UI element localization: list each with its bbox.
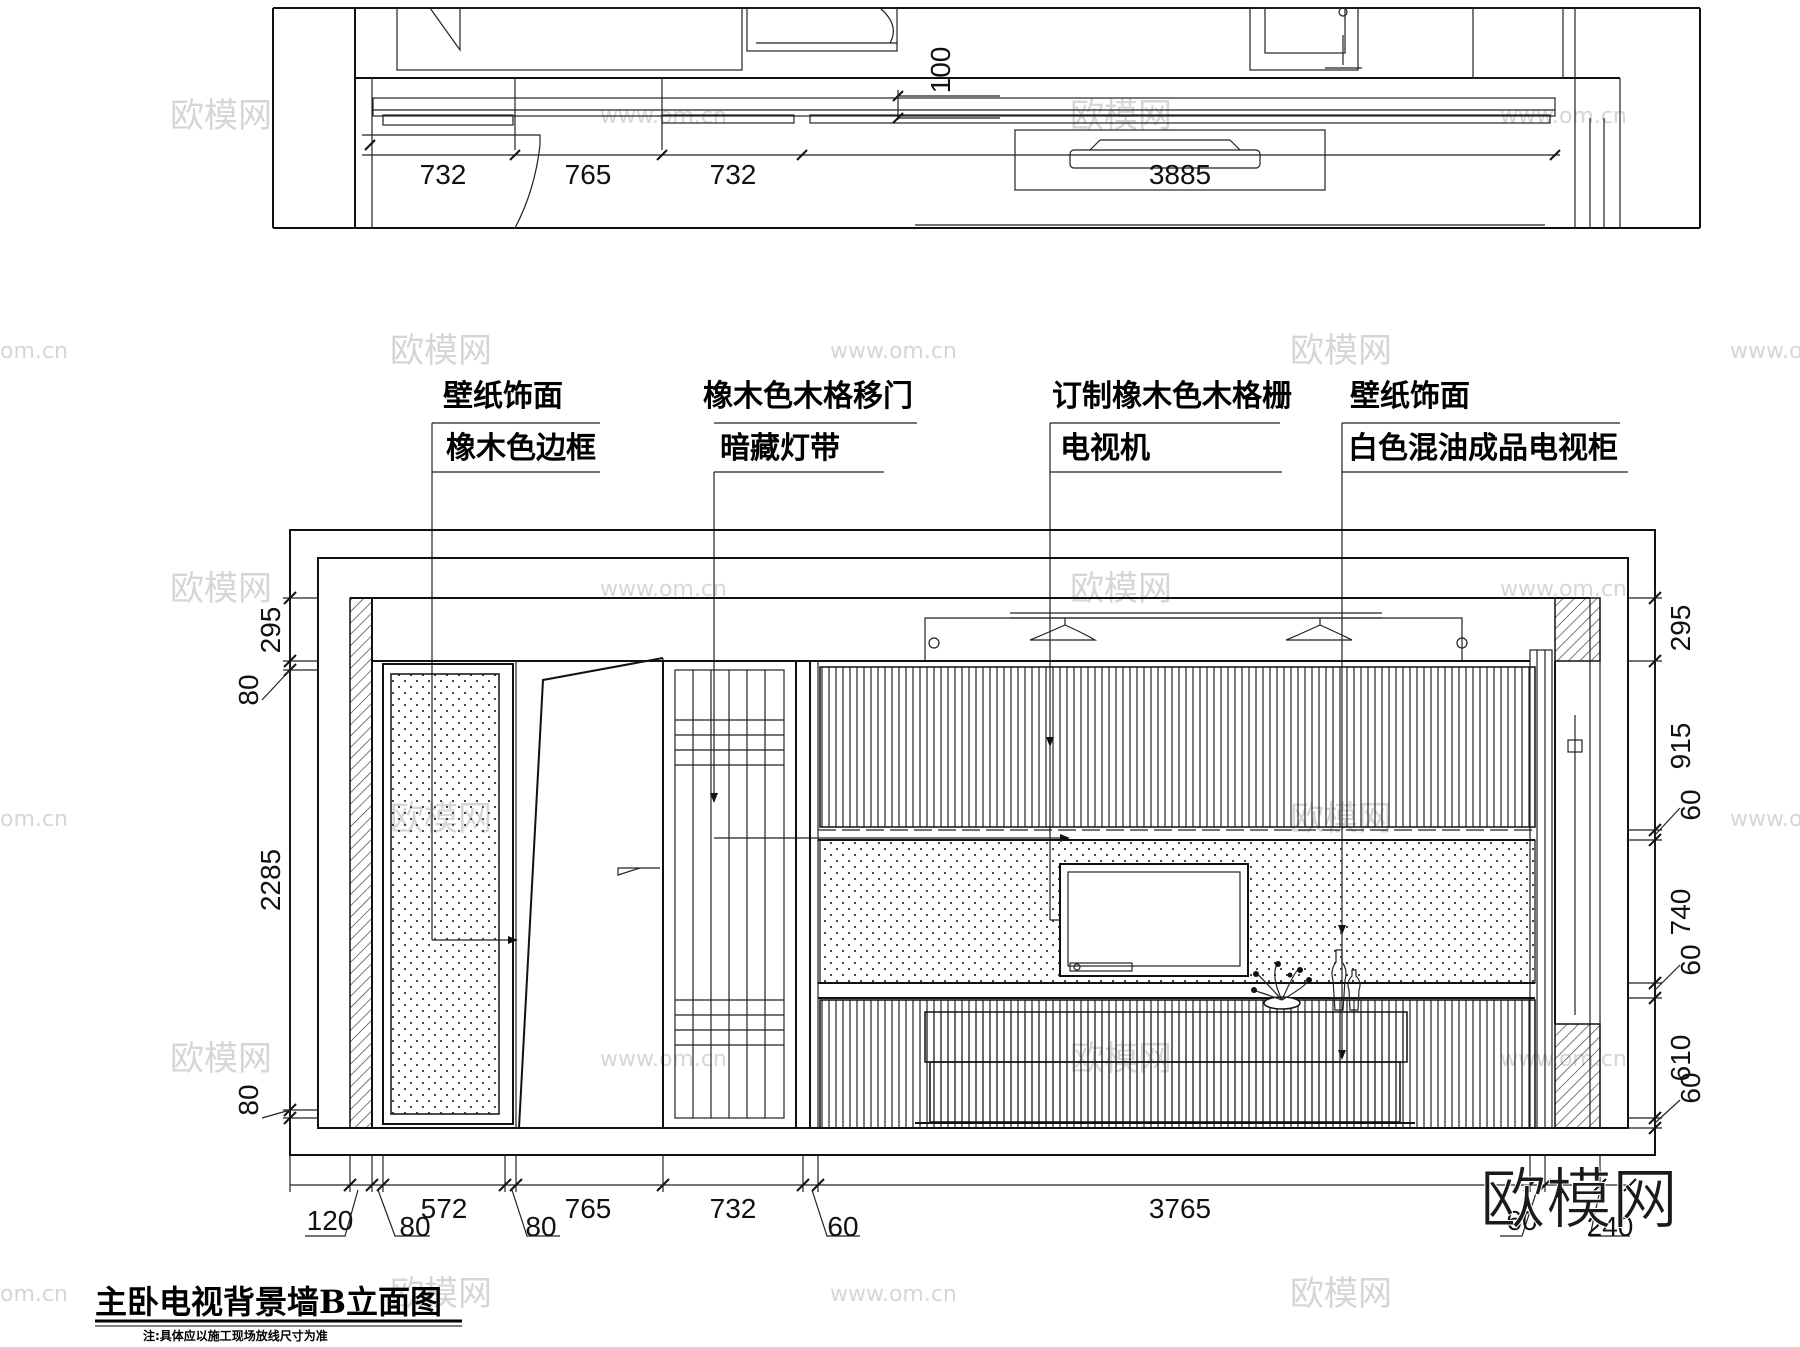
callout-3-bottom: 电视机 xyxy=(1060,431,1150,466)
svg-text:欧模网: 欧模网 xyxy=(390,1274,492,1314)
bottom-dim-10: 240 xyxy=(1587,1211,1634,1242)
bottom-dim-4: 80 xyxy=(525,1211,556,1242)
drawing-title: 主卧电视背景墙B立面图 注:具体应以施工现场放线尺寸为准 xyxy=(95,1283,462,1343)
left-dim-4: 80 xyxy=(233,1084,264,1115)
brand-logo-watermark: 欧模网 xyxy=(1480,1161,1678,1238)
plan-dim-5: 100 xyxy=(925,47,956,94)
right-dim-6: 610 xyxy=(1665,1035,1696,1082)
callout-2-bottom: 暗藏灯带 xyxy=(720,431,840,466)
bottom-dim-8: 3765 xyxy=(1149,1193,1211,1224)
left-dim-3: 2285 xyxy=(255,849,286,911)
svg-text:om.cn: om.cn xyxy=(0,339,68,364)
svg-text:欧模网: 欧模网 xyxy=(1290,331,1392,371)
svg-text:www.om.cn: www.om.cn xyxy=(830,1282,957,1307)
bottom-dim-2: 80 xyxy=(399,1211,430,1242)
bottom-dim-6: 732 xyxy=(710,1193,757,1224)
callout-4-bottom: 白色混油成品电视柜 xyxy=(1348,431,1618,466)
lattice-grid xyxy=(675,670,784,1118)
svg-text:欧模网: 欧模网 xyxy=(170,96,272,136)
left-dimensions: 295 80 2285 80 xyxy=(233,591,318,1128)
plan-dim-1: 732 xyxy=(420,159,467,190)
plan-dim-2: 765 xyxy=(565,159,612,190)
plan-dim-3: 732 xyxy=(710,159,757,190)
svg-text:om.cn: om.cn xyxy=(0,807,68,832)
page-title: 主卧电视背景墙B立面图 xyxy=(95,1283,442,1321)
svg-text:www.om.cn: www.om.cn xyxy=(1730,339,1800,364)
right-dim-1: 295 xyxy=(1665,605,1696,652)
plan-view: 732 765 732 3885 100 xyxy=(272,7,1701,229)
bottom-dim-5: 765 xyxy=(565,1193,612,1224)
svg-text:欧模网: 欧模网 xyxy=(170,569,272,609)
bottom-dim-3: 572 xyxy=(421,1193,468,1224)
right-dim-3: 60 xyxy=(1675,789,1706,820)
bottom-dim-1: 120 xyxy=(307,1205,354,1236)
svg-text:www.om.cn: www.om.cn xyxy=(1730,807,1800,832)
bottom-dimensions: 120 80 572 80 765 732 60 3765 60 240 xyxy=(289,1155,1637,1242)
right-dim-5: 60 xyxy=(1675,944,1706,975)
right-dim-2: 915 xyxy=(1665,723,1696,770)
callout-2: 橡木色木格移门 暗藏灯带 xyxy=(703,379,1070,842)
left-dim-1: 295 xyxy=(255,607,286,654)
plant xyxy=(1251,961,1312,1010)
bottom-dim-9: 60 xyxy=(1506,1205,1537,1236)
bottom-dim-7: 60 xyxy=(827,1211,858,1242)
left-dim-2: 80 xyxy=(233,674,264,705)
title-note: 注:具体应以施工现场放线尺寸为准 xyxy=(143,1328,328,1343)
elevation xyxy=(289,529,1656,1156)
callout-1-top: 壁纸饰面 xyxy=(443,379,563,414)
svg-text:om.cn: om.cn xyxy=(0,1282,68,1307)
svg-text:欧模网: 欧模网 xyxy=(1070,569,1172,609)
right-dimensions: 295 915 60 740 60 610 60 xyxy=(1628,590,1706,1135)
plan-dim-4: 3885 xyxy=(1149,159,1211,190)
callout-3-top: 订制橡木色木格栅 xyxy=(1052,379,1292,414)
right-dim-4: 740 xyxy=(1665,889,1696,936)
svg-text:欧模网: 欧模网 xyxy=(390,331,492,371)
callout-4: 壁纸饰面 白色混油成品电视柜 xyxy=(1338,379,1628,1060)
svg-text:欧模网: 欧模网 xyxy=(170,1039,272,1079)
callout-2-top: 橡木色木格移门 xyxy=(703,379,913,414)
svg-text:www.om.cn: www.om.cn xyxy=(830,339,957,364)
callout-1-bottom: 橡木色边框 xyxy=(446,431,596,466)
svg-text:欧模网: 欧模网 xyxy=(1290,1274,1392,1314)
callout-4-top: 壁纸饰面 xyxy=(1350,379,1470,414)
right-dim-7: 60 xyxy=(1675,1072,1706,1103)
